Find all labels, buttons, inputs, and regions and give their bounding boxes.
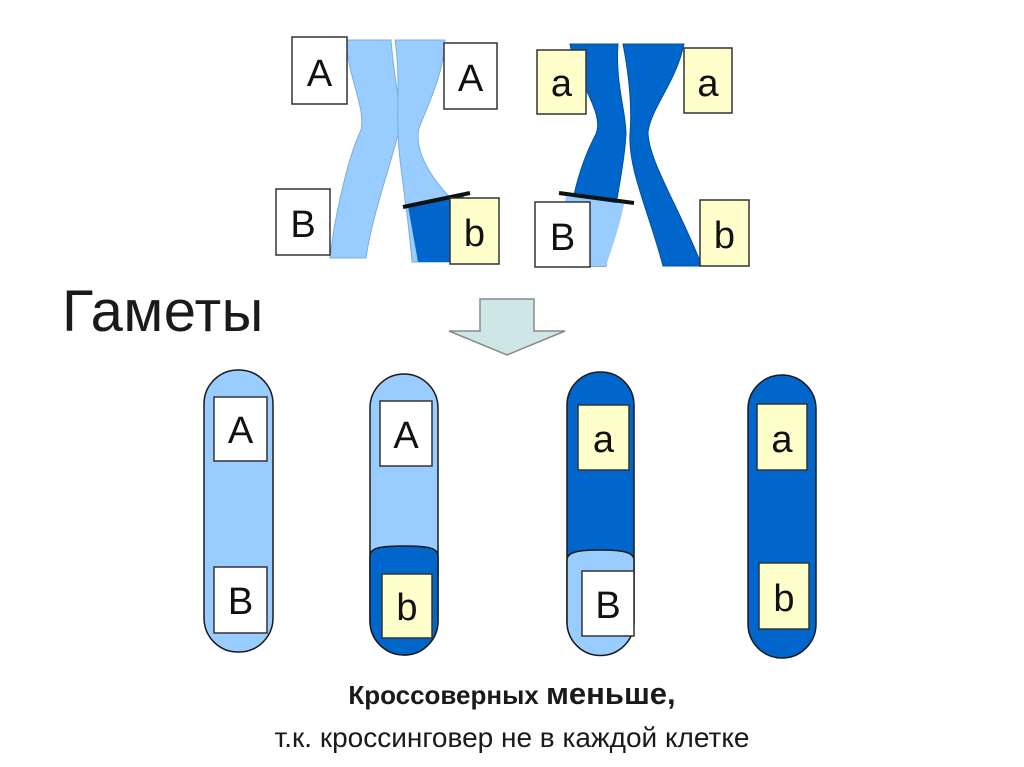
gametes-heading: Гаметы [62, 279, 264, 344]
gamete-2: A b [369, 373, 439, 656]
gene-label-right-top-left: a [536, 49, 587, 115]
gene-letter: B [228, 581, 253, 623]
down-arrow-icon [448, 298, 566, 356]
gene-label-right-bottom-left: B [534, 201, 591, 268]
gene-letter: a [771, 419, 793, 461]
gene-letter: A [307, 53, 333, 95]
gene-letter: b [396, 587, 417, 629]
crossover-line-left [402, 191, 471, 209]
gene-label-left-bottom-right: b [449, 197, 500, 265]
caption-comma: , [667, 676, 676, 711]
crossover-line-right [558, 191, 635, 205]
gene-label-right-top-right: a [683, 47, 733, 114]
gene-letter: B [290, 204, 315, 246]
gene-letter: a [593, 419, 615, 461]
gene-letter: A [228, 410, 254, 452]
caption-line-1: Кроссоверных меньше, [0, 676, 1024, 712]
caption-emphasis: меньше [546, 676, 668, 711]
gene-letter: b [464, 213, 485, 255]
gene-letter: A [393, 415, 419, 457]
gene-label-left-top-right: A [443, 42, 498, 110]
caption-text: Кроссоверных [348, 680, 546, 710]
gene-letter: b [714, 215, 735, 257]
gene-label-right-bottom-right: b [699, 199, 750, 267]
gamete-4: a b [747, 374, 817, 659]
gene-letter: A [458, 58, 484, 100]
gene-letter: B [550, 217, 575, 259]
gene-letter: b [773, 578, 794, 620]
gene-label-left-bottom-left: B [275, 188, 331, 256]
gamete-3: a B [566, 371, 635, 657]
caption-line-2: т.к. кроссинговер не в каждой клетке [274, 722, 750, 753]
gene-letter: a [551, 63, 573, 105]
gene-letter: B [595, 585, 620, 627]
gamete-1: A B [203, 369, 274, 653]
gene-letter: a [697, 63, 719, 105]
gene-label-left-top-left: A [291, 36, 348, 105]
